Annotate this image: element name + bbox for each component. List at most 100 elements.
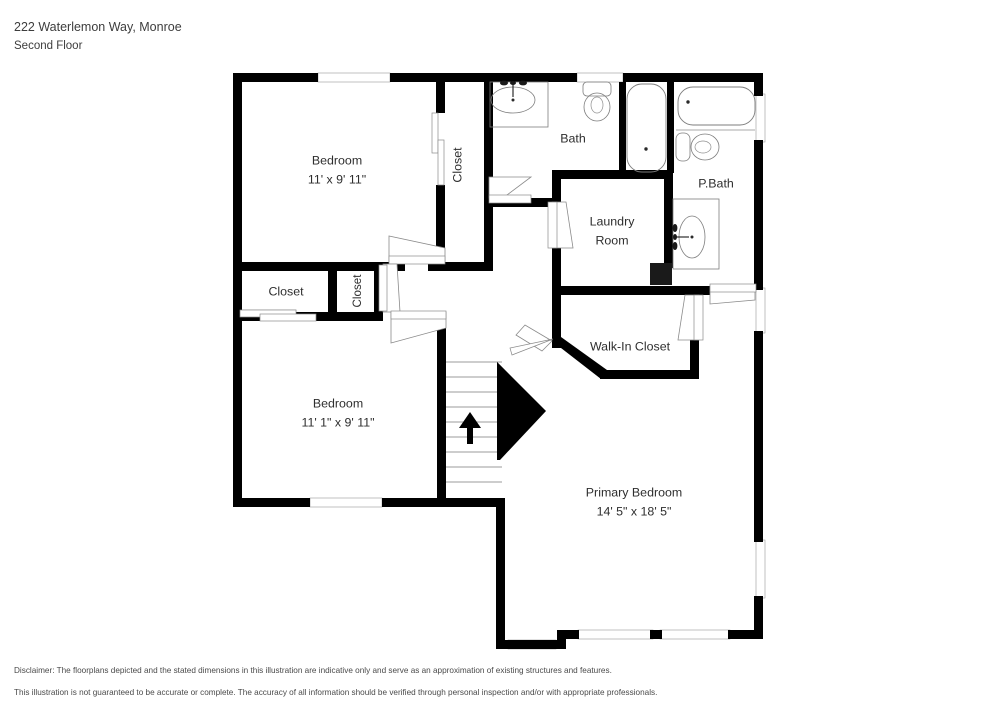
door-panel-closet-mid[interactable] [378, 264, 388, 312]
pbath-tub-outline [677, 86, 756, 126]
window-top-bedroom [317, 72, 391, 83]
property-address: 222 Waterlemon Way, Monroe [14, 20, 182, 34]
stairs-body [446, 362, 502, 498]
disclaimer-line-1: Disclaimer: The floorplans depicted and … [14, 666, 612, 675]
door-group [239, 112, 757, 356]
exterior-walls [233, 73, 763, 649]
wall-closet-left-right [328, 264, 337, 319]
dim-bedroom-bottom: 11' 1" x 9' 11" [302, 415, 375, 429]
wall-mid-horizontal-2 [428, 262, 493, 271]
wall-walkin-top-1 [552, 286, 712, 295]
wall-walkin-right-b [690, 330, 699, 378]
door-panel-laundry[interactable] [547, 201, 558, 249]
wall-bath-tub-left [619, 82, 626, 173]
label-closet-left: Closet [268, 284, 304, 298]
bath-sink-counter [489, 81, 549, 128]
pbath-toilet-bowl [690, 133, 720, 161]
wall-laundry-top [552, 170, 672, 179]
wall-left-primary [496, 498, 505, 648]
wall-closet-top-b [436, 185, 445, 268]
wall-bath-partition [667, 82, 674, 173]
wall-right-3 [754, 331, 763, 542]
wall-laundry-right [664, 170, 673, 268]
door-walkin-angled[interactable] [515, 324, 553, 352]
wall-right-4 [754, 596, 763, 639]
door-closet-top-slide-a[interactable] [431, 112, 439, 154]
pbath-toilet-tank [675, 132, 691, 162]
wall-walkin-bottom [600, 370, 699, 379]
bath-tub-outline [626, 83, 667, 173]
staircase [446, 361, 546, 498]
wall-left-upper [233, 73, 242, 268]
wall-below-closet-2 [294, 312, 383, 321]
wall-closet-top-a [436, 73, 445, 113]
pbath-toilet-seat [694, 140, 712, 154]
bath-fixtures [489, 80, 667, 173]
bath-tub-drain [644, 147, 648, 151]
room-labels: Bedroom 11' x 9' 11" Closet Bath P.Bath … [268, 131, 733, 518]
wall-bottom-primary-3 [728, 630, 763, 639]
wall-lower-bedroom-right [437, 312, 446, 507]
label-closet-mid: Closet [351, 274, 364, 308]
wall-left-lower [233, 264, 242, 507]
door-panel-bedroom-top[interactable] [388, 255, 446, 265]
window-right-upper [755, 287, 766, 334]
bath-sink-drain [511, 98, 515, 102]
disclaimer-line-2: This illustration is not guaranteed to b… [14, 688, 658, 697]
wall-laundry-left-a [552, 170, 561, 202]
wall-top-2 [390, 73, 577, 82]
pbath-tub-drain [686, 100, 690, 104]
bath-sink-faucet-head [510, 81, 516, 85]
pbath-sink-drain [690, 235, 694, 239]
wall-top-3 [623, 73, 763, 82]
label-bedroom-bottom: Bedroom [313, 396, 363, 410]
plan-header: 222 Waterlemon Way, Monroe Second Floor [14, 18, 182, 55]
label-primary-bedroom: Primary Bedroom [586, 485, 682, 499]
label-bath: Bath [560, 131, 586, 145]
bath-sink-handle-left [500, 80, 508, 86]
pbath-sink-counter [672, 198, 720, 270]
wall-bottom-1 [233, 498, 310, 507]
label-laundry-room-line1: Laundry [590, 214, 636, 228]
wall-closet-mid-right [374, 264, 383, 319]
door-panel-bedroom-bottom[interactable] [390, 310, 447, 320]
stairs-landing-wedge-2 [497, 362, 546, 460]
door-panel-bath[interactable] [488, 194, 532, 204]
door-panel-walkin-right[interactable] [693, 294, 704, 341]
stair-treads [446, 361, 502, 483]
wall-top-1 [233, 73, 318, 82]
wall-closet-top-right [484, 73, 493, 268]
label-walk-in-closet: Walk-In Closet [590, 339, 671, 353]
bath-toilet-seat [590, 96, 604, 114]
door-closet-left-slide-b[interactable] [259, 313, 317, 322]
wall-bottom-primary-2 [650, 630, 662, 639]
pbath-sink-handle-top [672, 224, 678, 232]
label-pbath: P.Bath [698, 176, 734, 190]
dim-bedroom-top: 11' x 9' 11" [308, 172, 366, 186]
door-closet-top-slide-b[interactable] [437, 139, 445, 186]
bath-toilet-tank [582, 81, 612, 97]
bath-toilet-bowl [583, 92, 611, 122]
floor-label: Second Floor [14, 40, 83, 52]
dim-primary-bedroom: 14' 5" x 18' 5" [597, 504, 672, 518]
wall-bottom-primary-1 [557, 630, 579, 639]
up-arrow-icon [459, 412, 481, 444]
label-laundry-room-line2: Room [595, 233, 628, 247]
wall-laundry-left-b [552, 248, 561, 290]
wall-bottom-bumpout [496, 640, 566, 649]
laundry-vent-square [650, 263, 672, 285]
door-panel-walkin-angled[interactable] [509, 338, 554, 356]
pbath-fixtures [672, 86, 756, 270]
wall-bumpout-right [557, 630, 566, 649]
wall-right-1 [754, 73, 763, 96]
label-closet-top: Closet [450, 147, 464, 183]
bath-sink-handle-right [519, 80, 527, 86]
window-bottom-primary-a [577, 629, 654, 640]
window-bottom-bedroom [309, 497, 383, 508]
window-bottom-primary-b [659, 629, 731, 640]
pbath-sink-handle-bottom [672, 242, 678, 250]
door-panel-pbath[interactable] [709, 283, 757, 293]
wall-mid-horizontal-1 [233, 262, 405, 271]
